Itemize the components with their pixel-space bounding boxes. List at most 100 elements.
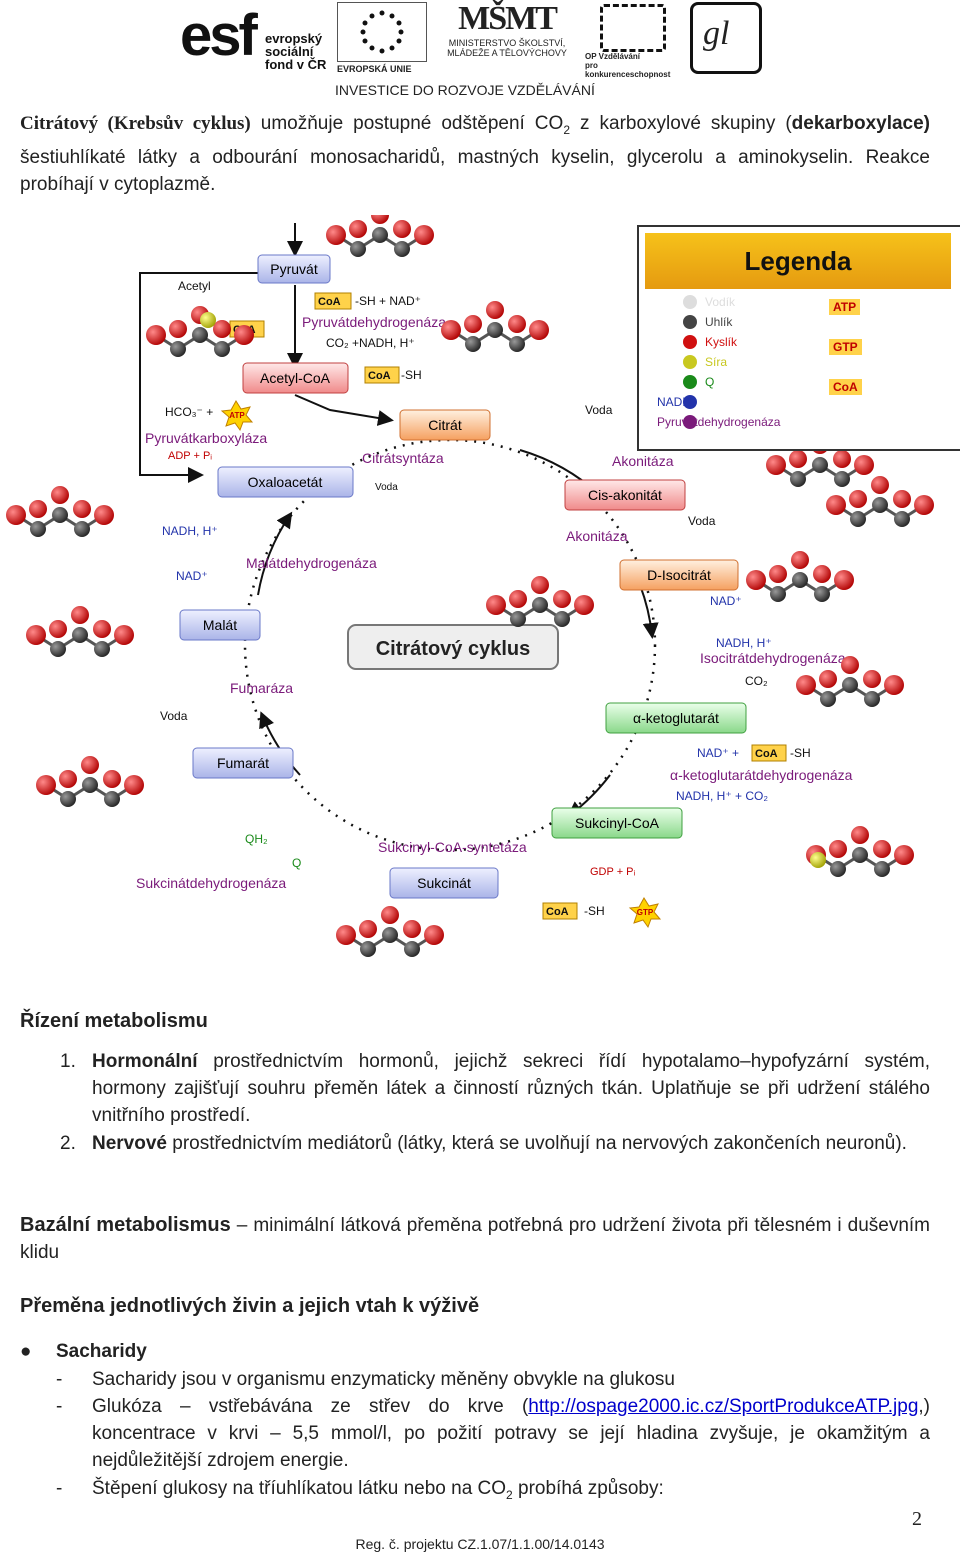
- header-logos: esf evropský sociální fond v ČR EVROPSKÁ…: [180, 0, 762, 100]
- oxygen-atom-icon: [59, 770, 77, 788]
- carbon-atom-icon: [852, 847, 868, 863]
- oxygen-atom-icon: [863, 670, 881, 688]
- op-logo: OP Vzdělávání pro konkurenceschopnost: [585, 4, 685, 79]
- label-nad-1: NAD⁺: [176, 569, 208, 583]
- carbon-atom-icon: [509, 336, 525, 352]
- label-sh-nad: -SH + NAD⁺: [355, 294, 421, 308]
- oxygen-atom-icon: [508, 315, 526, 333]
- oxygen-atom-icon: [359, 920, 377, 938]
- enzyme-citratsyntaza: Citrátsyntáza: [362, 450, 444, 466]
- bazalni-paragraph: Bazální metabolismus – minimální látková…: [20, 1214, 930, 1263]
- label-nad-2: NAD⁺: [710, 594, 742, 608]
- metabolite-oxaloacetat: Oxaloacetát: [217, 466, 354, 498]
- carbon-atom-icon: [554, 611, 570, 627]
- enzyme-aketoglutaratdehydrogenaza: α-ketoglutarátdehydrogenáza: [670, 767, 853, 783]
- legend-right-label: GTP: [829, 339, 862, 355]
- legend-swatch-icon: [683, 355, 697, 369]
- metabolite-malat: Malát: [179, 609, 261, 641]
- heading-rizeni: Řízení metabolismu: [20, 1010, 208, 1032]
- oxygen-atom-icon: [414, 225, 434, 245]
- oxygen-atom-icon: [29, 500, 47, 518]
- legend-item-label: Q: [705, 375, 715, 389]
- carbon-atom-icon: [382, 927, 398, 943]
- metabolite-pyruvat: Pyruvát: [257, 254, 331, 284]
- svg-text:ATP: ATP: [229, 411, 245, 420]
- legend-swatch-icon: [683, 395, 697, 409]
- carbon-atom-icon: [94, 641, 110, 657]
- oxygen-atom-icon: [94, 505, 114, 525]
- legend-swatch-icon: [683, 315, 697, 329]
- metabolite-cis-akonitat: Cis-akonitát: [564, 479, 686, 511]
- carbon-atom-icon: [72, 627, 88, 643]
- svg-text:α-ketoglutarát: α-ketoglutarát: [633, 710, 719, 726]
- carbon-atom-icon: [404, 941, 420, 957]
- link-sportprodukceatp[interactable]: http://ospage2000.ic.cz/SportProdukceATP…: [528, 1396, 919, 1417]
- carbon-atom-icon: [487, 322, 503, 338]
- oxygen-atom-icon: [424, 925, 444, 945]
- svg-text:Sukcinyl-CoA: Sukcinyl-CoA: [575, 815, 660, 831]
- metabolite-d-isocitrat: D-Isocitrát: [619, 559, 739, 591]
- oxygen-atom-icon: [441, 320, 461, 340]
- oxygen-atom-icon: [371, 215, 389, 224]
- oxygen-atom-icon: [509, 590, 527, 608]
- metabolite-acetyl-coa: Acetyl-CoA: [242, 362, 349, 394]
- gl-logo: gl: [690, 2, 762, 74]
- oxygen-atom-icon: [766, 455, 786, 475]
- oxygen-atom-icon: [894, 845, 914, 865]
- oxygen-atom-icon: [769, 565, 787, 583]
- oxygen-atom-icon: [486, 301, 504, 319]
- legend-right-label: ATP: [829, 299, 861, 315]
- carbon-atom-icon: [510, 611, 526, 627]
- metabolite-sukcinyl-coa: Sukcinyl-CoA: [551, 807, 683, 839]
- dash-item-1: - Sacharidy jsou v organismu enzymaticky…: [56, 1369, 675, 1390]
- oxygen-atom-icon: [574, 595, 594, 615]
- oxygen-atom-icon: [26, 625, 46, 645]
- oxygen-atom-icon: [834, 570, 854, 590]
- oxygen-atom-icon: [146, 325, 166, 345]
- carbon-atom-icon: [812, 457, 828, 473]
- legend-right-label: CoA: [829, 379, 862, 395]
- carbon-atom-icon: [864, 691, 880, 707]
- oxygen-atom-icon: [854, 455, 874, 475]
- oxygen-atom-icon: [791, 551, 809, 569]
- heading-premena: Přeměna jednotlivých živin a jejich vtah…: [20, 1295, 480, 1317]
- svg-text:Citrátový cyklus: Citrátový cyklus: [376, 638, 531, 660]
- metabolite-a-ketoglutarat: α-ketoglutarát: [605, 702, 747, 734]
- carbon-atom-icon: [834, 471, 850, 487]
- carbon-atom-icon: [74, 521, 90, 537]
- enzyme-malatdehydrogenaza: Malátdehydrogenáza: [246, 555, 377, 571]
- legend-swatch-icon: [683, 295, 697, 309]
- legend-item-label: Vodík: [705, 295, 736, 309]
- svg-text:Pyruvát: Pyruvát: [270, 261, 318, 277]
- oxygen-atom-icon: [403, 920, 421, 938]
- page-number: 2: [912, 1508, 922, 1530]
- carbon-atom-icon: [214, 341, 230, 357]
- rizeni-item-1: 1. Hormonální prostřednictvím hormonů, j…: [60, 1051, 930, 1126]
- oxygen-atom-icon: [393, 220, 411, 238]
- carbon-atom-icon: [170, 341, 186, 357]
- bullet-sacharidy: ● Sacharidy: [20, 1338, 930, 1366]
- oxygen-atom-icon: [829, 840, 847, 858]
- label-nadh-2: NADH, H⁺: [716, 636, 772, 650]
- label-adp-pi: ADP + Pᵢ: [168, 450, 212, 462]
- footer-project: Reg. č. projektu CZ.1.07/1.1.00/14.0143: [355, 1536, 605, 1552]
- logo-caption: INVESTICE DO ROZVOJE VZDĚLÁVÁNÍ: [335, 82, 595, 98]
- label-co2-nadh: CO₂ +NADH, H⁺: [326, 336, 415, 350]
- carbon-atom-icon: [30, 521, 46, 537]
- carbon-atom-icon: [872, 497, 888, 513]
- carbon-atom-icon: [814, 586, 830, 602]
- metabolite-citrat: Citrát: [399, 409, 491, 441]
- carbon-atom-icon: [60, 791, 76, 807]
- carbon-atom-icon: [820, 691, 836, 707]
- svg-text:Cis-akonitát: Cis-akonitát: [588, 487, 662, 503]
- oxygen-atom-icon: [849, 490, 867, 508]
- carbon-atom-icon: [372, 227, 388, 243]
- carbon-atom-icon: [360, 941, 376, 957]
- legend-title: Legenda: [645, 233, 951, 289]
- enzyme-akonitaza-1: Akonitáza: [612, 453, 674, 469]
- carbon-atom-icon: [532, 597, 548, 613]
- carbon-atom-icon: [792, 572, 808, 588]
- cycle-ring: [243, 438, 657, 852]
- legend-item-label: Síra: [705, 355, 728, 369]
- carbon-atom-icon: [465, 336, 481, 352]
